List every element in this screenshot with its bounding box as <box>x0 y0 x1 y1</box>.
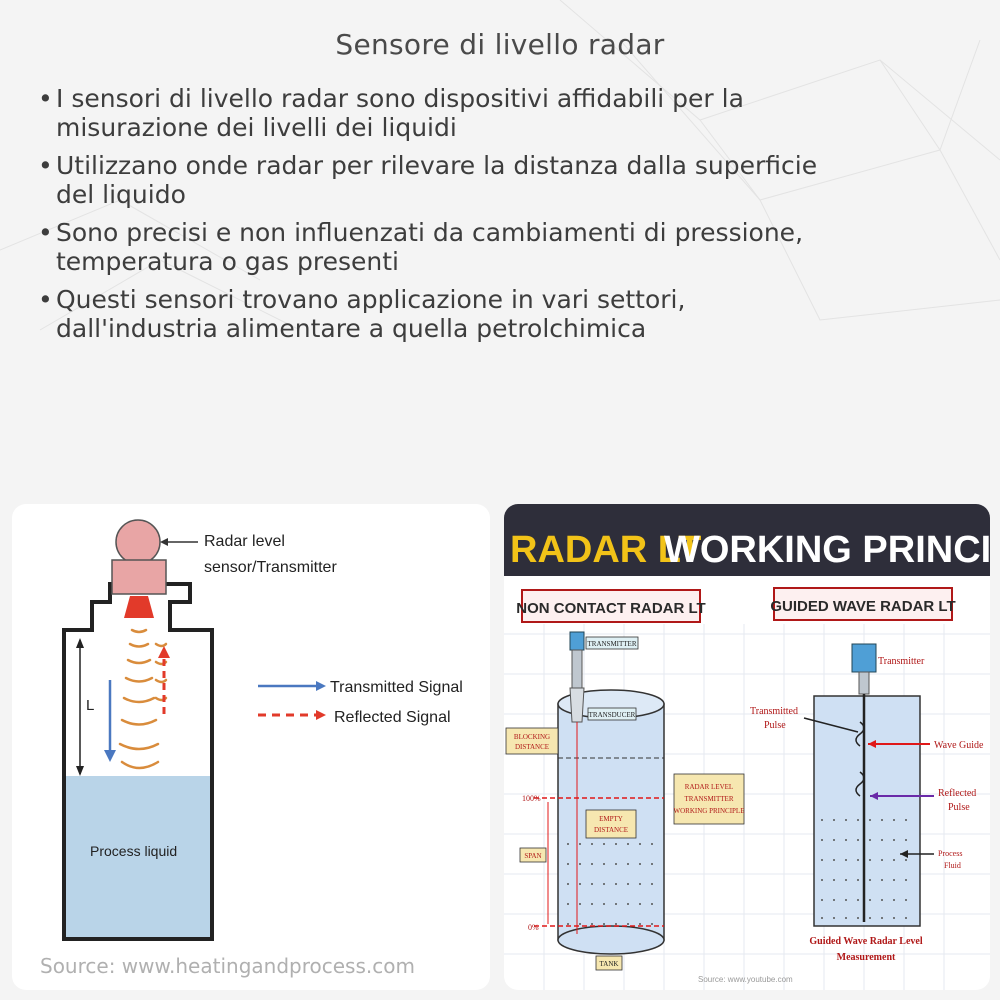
label-box-blocking <box>505 727 559 755</box>
banner-title-part1: RADAR LT <box>510 529 701 571</box>
label-radar-level: WORKING PRINCIPLE <box>674 807 745 815</box>
legend-reflected-arrowhead <box>316 710 326 720</box>
bullet-line: dall'industria alimentare a quella petro… <box>56 314 647 343</box>
sensor-label: sensor/Transmitter <box>204 559 337 576</box>
gw-wave-guide-label: Wave Guide <box>934 740 984 751</box>
gw-tx-pulse-wave <box>855 721 865 747</box>
radar-lt-principle-panel: RADAR LT WORKING PRINCIPLE NON CONTACT R… <box>504 504 990 990</box>
bullet-line: temperatura o gas presenti <box>56 247 399 276</box>
gw-caption: Measurement <box>837 952 896 963</box>
sensor-label: Radar level <box>204 533 285 550</box>
bullet-line: Questi sensori trovano applicazione in v… <box>56 285 686 314</box>
bullet-item: Sono precisi e non influenzati da cambia… <box>36 218 976 276</box>
tank-outline <box>62 582 214 941</box>
guided-liquid-dots <box>821 819 907 919</box>
label-empty: DISTANCE <box>594 826 628 834</box>
right-figure-source: Source: www.youtube.com <box>698 975 793 984</box>
level-arrowhead-top <box>76 638 84 648</box>
label-span: SPAN <box>524 852 541 860</box>
gw-reflected-label: Pulse <box>948 802 970 813</box>
section-noncontact: NON CONTACT RADAR LT <box>516 600 705 617</box>
pointer-arrowhead <box>160 538 168 546</box>
radar-sensor-diagram: Radar level sensor/Transmitter L <box>62 519 463 941</box>
label-box-tank <box>595 955 623 971</box>
label-radar-level: TRANSMITTER <box>685 795 734 803</box>
label-radar-level: RADAR LEVEL <box>685 783 733 791</box>
reflected-arrowhead <box>158 646 170 658</box>
gw-transmitter-label: Transmitter <box>878 656 925 667</box>
process-liquid <box>66 776 210 937</box>
page-title: Sensore di livello radar <box>335 28 665 61</box>
label-blocking: DISTANCE <box>515 743 549 751</box>
label-transmitter: TRANSMITTER <box>588 640 637 648</box>
transducer-horn-icon <box>569 687 585 723</box>
bullet-line: I sensori di livello radar sono disposit… <box>56 84 744 113</box>
gw-transmitter-icon <box>851 643 877 673</box>
sensor-body <box>111 559 167 595</box>
gw-tx-pulse-label: Transmitted <box>750 706 798 717</box>
section-box-noncontact <box>521 589 701 623</box>
legend-reflected-label: Reflected Signal <box>334 709 451 726</box>
label-box-span <box>519 847 547 863</box>
gw-process-label: Fluid <box>944 861 961 870</box>
label-blocking: BLOCKING <box>514 733 550 741</box>
bullet-line: Sono precisi e non influenzati da cambia… <box>56 218 804 247</box>
label-box-transmitter <box>585 636 639 650</box>
label-transducer: TRANSDUCER <box>589 711 636 719</box>
gw-process-label: Process <box>938 849 962 858</box>
gw-tx-pulse-label: Pulse <box>764 720 786 731</box>
left-figure-source: Source: www.heatingandprocess.com <box>40 954 415 978</box>
transmitter-head-icon <box>569 631 585 651</box>
radar-sensor-diagram-panel: Radar level sensor/Transmitter L <box>12 504 490 990</box>
gw-reflected-label: Reflected <box>938 788 976 799</box>
banner-title-part2: WORKING PRINCIPLE <box>664 529 990 571</box>
bullet-list: I sensori di livello radar sono disposit… <box>36 84 976 352</box>
bullet-item: Questi sensori trovano applicazione in v… <box>36 285 976 343</box>
wave-guide-arrowhead <box>868 740 876 748</box>
label-empty: EMPTY <box>599 815 623 823</box>
gw-reflected-pulse-wave <box>855 771 865 797</box>
level-arrowhead-bottom <box>76 766 84 776</box>
legend-transmitted-label: Transmitted Signal <box>330 679 463 696</box>
radar-lt-diagram: RADAR LT WORKING PRINCIPLE NON CONTACT R… <box>504 504 990 990</box>
label-100-percent: 100% <box>522 794 541 803</box>
tank-liquid-dots <box>567 843 653 925</box>
level-label: L <box>86 697 94 714</box>
section-guided: GUIDED WAVE RADAR LT <box>770 598 955 615</box>
guided-wave-tank <box>813 695 921 927</box>
liquid-label: Process liquid <box>90 843 177 859</box>
transmitter-stem-icon <box>571 649 583 689</box>
reflected-pulse-arrowhead <box>870 792 878 800</box>
label-tank: TANK <box>600 960 619 968</box>
transmitted-arrowhead <box>104 750 116 762</box>
radar-emitter <box>124 596 154 618</box>
label-box-radar-level <box>673 773 745 825</box>
bullet-item: I sensori di livello radar sono disposit… <box>36 84 976 142</box>
label-0-percent: 0% <box>528 923 539 932</box>
radar-waves <box>118 628 168 770</box>
gw-stem-icon <box>858 671 870 695</box>
bullet-line: misurazione dei livelli dei liquidi <box>56 113 457 142</box>
bullet-item: Utilizzano onde radar per rilevare la di… <box>36 151 976 209</box>
sensor-dome <box>115 519 161 565</box>
legend-transmitted-arrowhead <box>316 681 326 691</box>
gw-caption: Guided Wave Radar Level <box>809 936 922 947</box>
bullet-line: Utilizzano onde radar per rilevare la di… <box>56 151 818 180</box>
banner-background <box>504 504 990 576</box>
process-fluid-arrowhead <box>900 850 908 858</box>
section-box-guided <box>773 587 953 621</box>
label-box-empty-distance <box>585 809 637 839</box>
bullet-line: del liquido <box>56 180 186 209</box>
label-box-transducer <box>587 707 637 721</box>
gw-tx-pulse-pointer <box>803 717 859 733</box>
